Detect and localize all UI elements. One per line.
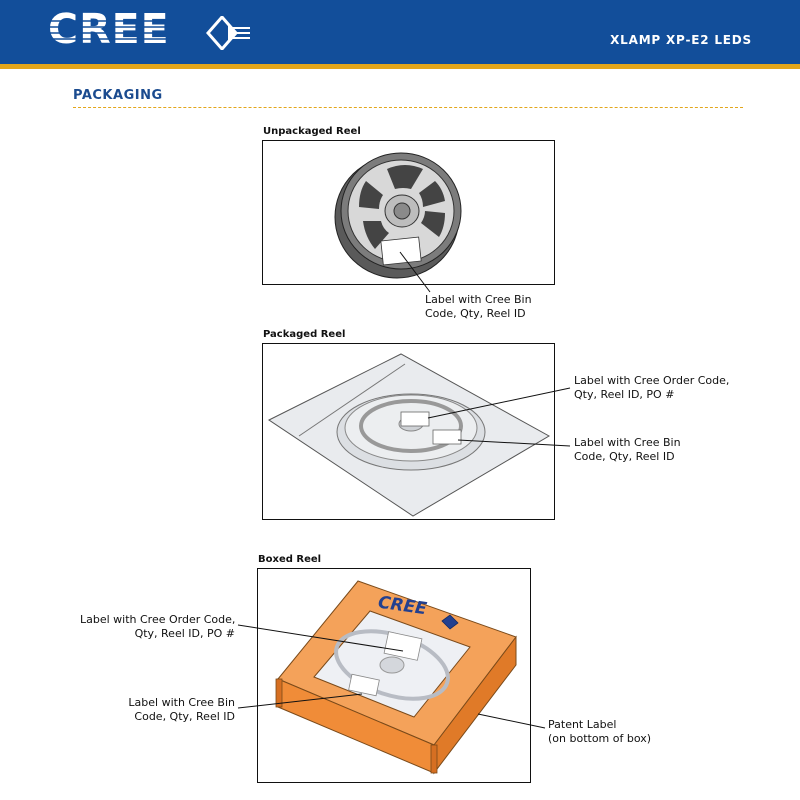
boxed-bin-label-callout: Label with Cree Bin Code, Qty, Reel ID — [128, 696, 235, 723]
boxed-reel-caption: Boxed Reel — [258, 554, 322, 565]
packaged-bin-label-callout: Label with Cree Bin Code, Qty, Reel ID — [574, 436, 681, 463]
bagged-reel-illustration — [268, 353, 551, 517]
logo-wordmark: CREE — [48, 5, 170, 53]
unpackaged-bin-label-callout: Label with Cree Bin Code, Qty, Reel ID — [425, 293, 532, 320]
boxed-reel-figure — [257, 568, 531, 783]
packaged-order-label-callout: Label with Cree Order Code, Qty, Reel ID… — [574, 374, 730, 401]
packaged-reel-figure — [262, 343, 555, 520]
section-title: PACKAGING — [73, 88, 163, 103]
packaged-reel-caption: Packaged Reel — [263, 329, 346, 340]
cree-logo: CREE — [48, 5, 250, 53]
logo-diamond-icon — [206, 16, 250, 50]
reel-illustration — [334, 152, 462, 279]
boxed-order-label-callout: Label with Cree Order Code, Qty, Reel ID… — [80, 613, 236, 640]
section-divider — [73, 107, 743, 108]
patent-label-callout: Patent Label (on bottom of box) — [548, 718, 652, 745]
box-illustration — [275, 580, 517, 775]
header-banner: CREE XLAMP XP-E2 LEDS — [0, 0, 800, 64]
unpackaged-reel-figure — [262, 140, 555, 285]
unpackaged-reel-caption: Unpackaged Reel — [263, 126, 361, 137]
product-title: XLAMP XP-E2 LEDS — [610, 33, 752, 47]
header-accent-stripe — [0, 64, 800, 69]
